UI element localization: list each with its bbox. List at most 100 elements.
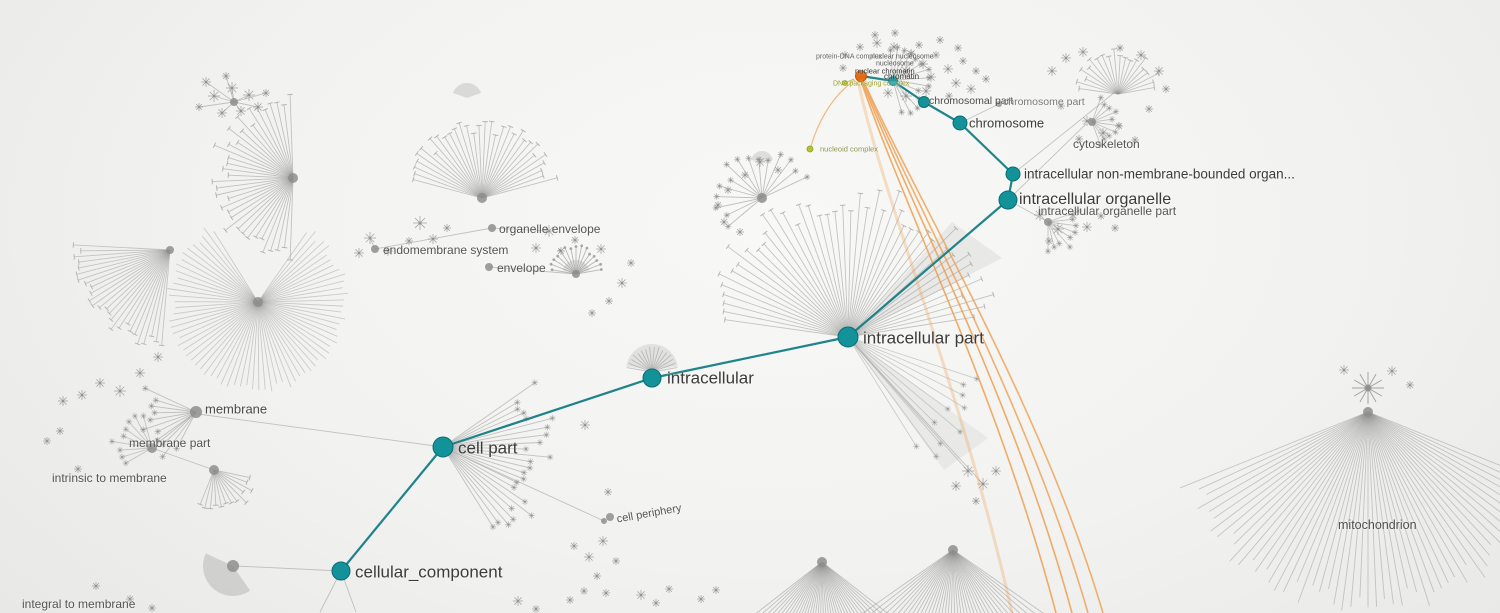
shaded-wedges [203,82,1002,596]
orange-relation-edge [863,81,1104,613]
fan-disc-left [167,227,349,392]
term-label-nucleosome[interactable]: nucleosome [876,60,914,68]
gray-term-node[interactable] [253,297,263,307]
gray-term-node[interactable] [209,465,219,475]
gray-term-node[interactable] [227,560,239,572]
fan-left-quarter [72,242,171,347]
gray-term-node[interactable] [606,513,614,521]
node-chromosomal-part[interactable] [918,96,930,108]
gray-edge [151,447,215,471]
highlighted-olive-node[interactable] [806,145,814,153]
node-cellular-component[interactable] [331,561,351,581]
fan-bottom-2 [862,549,1044,613]
node-intracellular-part[interactable] [837,326,859,348]
gray-term-node[interactable] [948,545,958,555]
gray-edge [1012,91,1116,175]
node-chromosome[interactable] [952,115,968,131]
gray-edge [198,101,235,108]
term-label-cell-part[interactable]: cell part [458,438,518,458]
teal-path-edge [340,446,444,572]
term-label-intracellular-non-membrane-bounded-organ[interactable]: intracellular non-membrane-bounded organ… [1024,166,1295,182]
node-chromatin[interactable] [888,76,898,86]
highlighted-path-edges [340,74,1015,572]
term-label-chromosome-part[interactable]: chromosome part [1003,95,1085,108]
shaded-wedge [452,82,482,98]
term-label-membrane[interactable]: membrane [205,401,268,417]
gray-term-node[interactable] [166,246,174,254]
gray-term-node[interactable] [572,270,580,278]
teal-path-edge [959,122,1014,175]
gray-term-node[interactable] [190,406,202,418]
gray-edge [442,446,605,522]
fan-membrane-part [108,412,153,467]
gray-edge [847,336,984,485]
fan-top-center-left [411,120,559,199]
term-label-intracellular[interactable]: intracellular [667,368,754,388]
gray-term-node[interactable] [147,443,157,453]
term-label-chromosomal-part[interactable]: chromosomal part [929,94,1014,107]
orange-relation-edge [860,80,1057,613]
term-label-protein-dna-complex[interactable]: protein-DNA complex [816,53,883,61]
term-label-chromatin[interactable]: chromatin [884,72,920,81]
gray-edge [233,101,259,108]
teal-path-edge [651,335,849,380]
gray-term-node[interactable] [485,263,493,271]
term-label-intrinsic-to-membrane[interactable]: intrinsic to membrane [52,471,167,485]
term-label-chromosome[interactable]: chromosome [969,115,1045,131]
gray-term-node[interactable] [230,98,238,106]
term-label-intracellular-organelle[interactable]: intracellular organelle [1019,191,1172,208]
term-label-envelope[interactable]: envelope [497,261,546,275]
fan-intracellular-part [717,189,995,338]
gray-edge [197,413,444,448]
term-label-membrane-part[interactable]: membrane part [129,436,211,450]
node-nuclear-chromatin[interactable] [855,70,867,82]
term-label-cytoskeleton[interactable]: cytoskeleton [1073,137,1140,151]
fan-intrinsic [197,469,254,510]
node-intracellular-organelle[interactable] [998,190,1018,210]
term-label-mitochondrion[interactable]: mitochondrion [1338,517,1417,532]
node-cell-part[interactable] [432,436,454,458]
node-intracellular-non-membrane-bounded-organelle[interactable] [1005,166,1021,182]
term-label-organelle-envelope[interactable]: organelle envelope [499,222,601,236]
teal-path-edge [442,376,653,449]
orange-relation-edge [856,79,1014,613]
gray-edge [225,75,235,103]
node-intracellular[interactable] [642,368,662,388]
orange-relation-edge [862,80,1089,613]
term-label-endomembrane-system[interactable]: endomembrane system [383,243,509,257]
fan-bottom-1 [755,561,889,613]
gray-edge [205,81,235,103]
gray-term-node[interactable] [1088,118,1096,126]
gray-term-node[interactable] [371,245,379,253]
orange-relation-edge [810,79,856,147]
gray-term-node[interactable] [1363,407,1373,417]
fan-intracellular [626,346,678,373]
gray-term-node[interactable] [477,193,487,203]
term-label-intracellular-part[interactable]: intracellular part [863,328,984,348]
term-label-nuclear-chromatin[interactable]: nuclear chromatin [855,66,915,76]
fan-organelle-part [1044,207,1082,255]
orange-relation-edge [861,80,1073,613]
gray-edge [488,266,577,275]
gray-nodes [147,98,1373,572]
term-label-nucleoid-complex[interactable]: nucleoid complex [820,144,878,154]
term-label-nuclear-nucleosome[interactable]: nuclear nucleosome [871,53,934,61]
gray-term-node[interactable] [288,173,298,183]
gray-term-node[interactable] [996,101,1002,107]
term-label-dna-packaging-complex[interactable]: DNA packaging complex [833,80,910,88]
term-label-integral-to-membrane[interactable]: integral to membrane [22,597,136,611]
gray-term-node[interactable] [757,193,767,203]
term-label-cellular-component[interactable]: cellular_component [355,562,503,582]
gray-term-node[interactable] [817,557,827,567]
gray-term-node[interactable] [1044,218,1052,226]
edge-bundle-cone [848,337,988,470]
gray-term-node[interactable] [601,518,607,524]
teal-path-edge [847,199,1009,338]
gray-term-node[interactable] [488,224,496,232]
gray-edge [151,411,197,449]
term-label-intracellular-organelle-part[interactable]: intracellular organelle part [1038,204,1177,218]
highlighted-olive-node[interactable] [842,80,848,86]
fan-cell-part [442,379,556,531]
